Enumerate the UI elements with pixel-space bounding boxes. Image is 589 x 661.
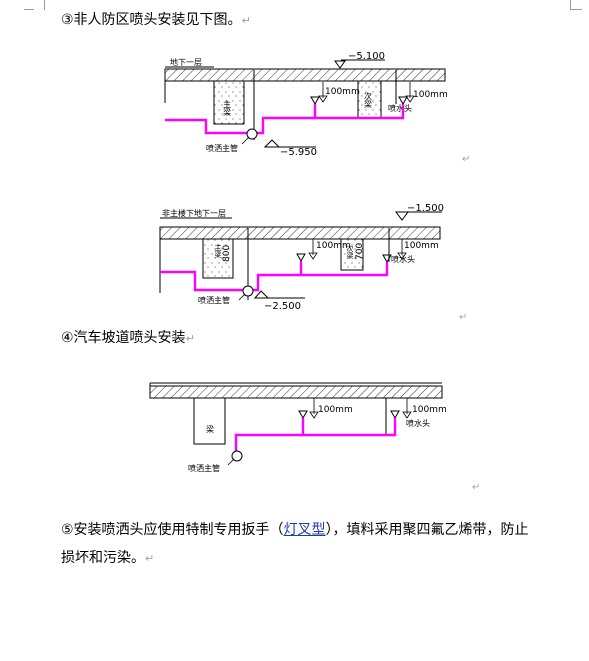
main-pipe-icon [246,128,258,140]
paragraph-mark: ↵ [185,332,195,345]
bottom-elevation: −2.500 [264,301,301,312]
floor-label: 地下一层 [170,57,202,67]
paragraph-mark: ↵ [241,14,251,27]
text-run: 损坏和污染。 [61,550,145,566]
main-beam-label: 主梁 [223,99,232,117]
beam-label: 梁 [206,425,215,434]
bottom-elevation: −5.950 [280,147,317,158]
dimension-100mm: 100mm [413,90,448,100]
sprinkler-head-icon [382,254,392,264]
secondary-beam-label: 次梁 [346,244,354,260]
sprinkler-head-icon [296,253,306,263]
main-beam-depth: 800 [222,245,232,262]
main-pipe-label: 喷洒主管 [188,463,220,473]
text-run: ⑤安装喷洒头应使用特制专用扳手（ [61,522,284,538]
floor-slab [149,385,443,399]
paragraph-5-line-1: ⑤安装喷洒头应使用特制专用扳手（灯叉型），填料采用聚四氟乙烯带，防止 [61,521,529,539]
paragraph-5-line-2: 损坏和污染。↵ [61,549,154,568]
dimension-100mm: 100mm [412,405,447,415]
secondary-beam-depth: 700 [355,243,365,260]
branch-pipe [253,262,389,292]
crop-mark-top-left-h [24,9,34,10]
dimension-100mm: 100mm [325,87,360,97]
paragraph-mark: ↵ [145,552,155,565]
crop-mark-top-right-h [570,9,582,10]
branch-pipe [234,418,397,451]
dimension-100mm: 100mm [318,405,353,415]
paragraph-mark: ↵ [459,312,468,323]
top-elevation: −5.100 [348,51,385,62]
heading-non-civil-defense: ③非人防区喷头安装见下图。↵ [61,11,251,30]
sprinkler-head-icon [390,410,400,420]
dimension-100mm: 100mm [404,241,439,251]
main-pipe-icon [231,450,243,462]
crop-mark-top-left [34,0,45,10]
figure-1-non-civil-defense: 地下一层 主梁 次梁 −5.100 −5.950 100mm 100mm 喷水头 [164,51,448,158]
underlined-term: 灯叉型 [283,522,326,538]
sprinkler-head-label: 喷水头 [388,103,412,113]
top-elevation: −1.500 [407,203,444,214]
branch-pipe [165,118,248,135]
figure-2-non-main-building: 非主楼下地下一层 主梁 800 次梁 700 −1.500 −2.500 100… [159,203,444,312]
sprinkler-head-label: 喷水头 [391,254,415,264]
text-run: ），填料采用聚四氟乙烯带，防止 [325,522,529,538]
floor-slab [159,226,441,240]
beam [193,397,226,445]
secondary-beam-label: 次梁 [364,91,373,109]
figure-3-ramp: 梁 100mm 100mm 喷水头 喷洒主管 [149,382,447,473]
dimension-100mm: 100mm [316,241,351,251]
heading-text: ③非人防区喷头安装见下图。 [61,12,242,28]
branch-pipe [257,104,405,135]
sprinkler-head-icon [398,96,408,106]
crop-mark-top-right [570,0,581,10]
main-beam [202,238,234,279]
paragraph-mark: ↵ [472,482,481,493]
floor-slab [164,68,446,82]
branch-pipe [160,270,243,292]
paragraph-mark: ↵ [462,154,471,165]
floor-label: 非主楼下地下一层 [162,208,226,218]
main-beam [213,80,245,125]
sprinkler-head-label: 喷水头 [406,418,430,428]
sprinkler-head-icon [298,410,308,420]
main-pipe-label: 喷洒主管 [198,295,230,305]
secondary-beam [340,238,364,271]
main-pipe-label: 喷洒主管 [206,143,238,153]
main-pipe-icon [242,285,254,297]
heading-text: ④汽车坡道喷头安装 [61,330,186,346]
sprinkler-head-icon [310,96,320,106]
main-beam-label: 主梁 [214,243,222,259]
heading-ramp: ④汽车坡道喷头安装↵ [61,329,195,348]
